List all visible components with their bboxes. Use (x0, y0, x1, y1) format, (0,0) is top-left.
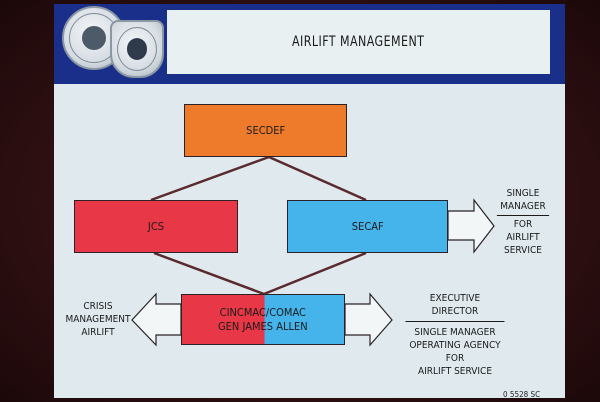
slide: AIRLIFT MANAGEMENT SECDEF JCS SECAF (54, 4, 565, 398)
jcs-label: JCS (147, 219, 165, 233)
title-banner: AIRLIFT MANAGEMENT (54, 4, 565, 84)
page-title: AIRLIFT MANAGEMENT (292, 34, 425, 50)
note-line: SINGLE MANAGER (414, 327, 496, 338)
single-manager-note: SINGLE MANAGER FOR AIRLIFT SERVICE (494, 187, 552, 257)
note-line: SERVICE (504, 245, 542, 256)
note-line: CRISIS (83, 301, 113, 312)
secaf-box: SECAF (287, 200, 448, 253)
note-line: SINGLE (506, 188, 540, 199)
title-box: AIRLIFT MANAGEMENT (167, 10, 550, 74)
note-line: EXECUTIVE DIRECTOR (429, 293, 481, 317)
cincmac-box: CINCMAC/COMAC GEN JAMES ALLEN (181, 294, 345, 345)
note-line: MANAGEMENT (65, 314, 131, 325)
cinc-right-arrow (344, 292, 393, 347)
note-line: FOR (445, 353, 465, 364)
note-divider (405, 321, 505, 322)
note-divider (496, 215, 550, 216)
cinc-left-arrow (131, 292, 182, 347)
jcs-box: JCS (74, 200, 238, 253)
connector-secdef-jcs (150, 155, 270, 202)
note-line: MANAGER (500, 201, 546, 212)
note-line: AIRLIFT (81, 327, 115, 338)
crisis-management-note: CRISIS MANAGEMENT AIRLIFT (58, 300, 138, 339)
note-line: FOR (513, 219, 533, 230)
connector-secaf-cinc (263, 251, 367, 296)
note-line: OPERATING AGENCY (409, 340, 501, 351)
note-line: AIRLIFT (506, 232, 540, 243)
note-line: AIRLIFT SERVICE (417, 366, 493, 377)
connector-secdef-secaf (268, 155, 367, 202)
secaf-label: SECAF (351, 219, 384, 233)
executive-director-note: EXECUTIVE DIRECTOR SINGLE MANAGER OPERAT… (400, 292, 510, 378)
slide-code: 0 5528 SC (503, 390, 541, 398)
connector-lines (131, 155, 495, 347)
secdef-box: SECDEF (184, 104, 347, 157)
connector-jcs-cinc (153, 251, 265, 296)
cincmac-label-line1: CINCMAC/COMAC (219, 305, 307, 319)
military-airlift-command-seal-icon (110, 20, 164, 78)
cincmac-label-line2: GEN JAMES ALLEN (218, 319, 308, 333)
secdef-label: SECDEF (245, 123, 286, 137)
secaf-right-arrow (447, 198, 495, 254)
